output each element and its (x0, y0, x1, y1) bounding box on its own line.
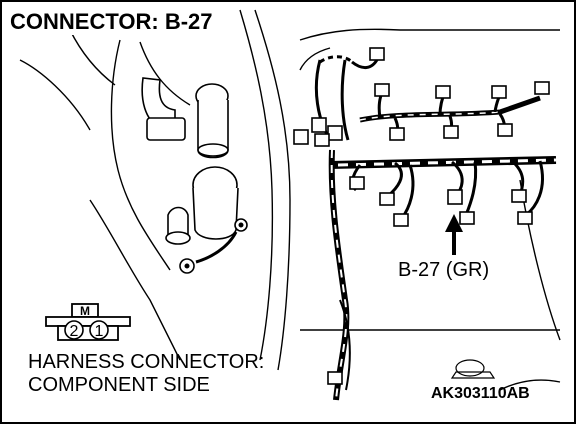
connectors (293, 47, 550, 385)
pin-1-circle (89, 320, 109, 340)
left-components (141, 77, 239, 245)
connector-symbol: M 2 1 (45, 303, 131, 341)
harness-label-line1: HARNESS CONNECTOR: (28, 351, 265, 373)
connector-key-letter: M (80, 304, 90, 318)
figure-code: AK303110AB (431, 385, 530, 402)
small-sketch (450, 359, 496, 379)
ground-cable (179, 218, 248, 274)
page-title: CONNECTOR: B-27 (8, 9, 217, 35)
harness-label-line2: COMPONENT SIDE (28, 374, 210, 396)
pin-1-label: 1 (95, 323, 104, 340)
connector-housing-top (45, 316, 131, 327)
wiring-harness (314, 55, 557, 401)
pin-2-label: 2 (70, 323, 79, 340)
callout-arrow (445, 214, 463, 255)
pin-2-circle (64, 320, 84, 340)
connector-callout-label: B-27 (GR) (398, 259, 490, 281)
